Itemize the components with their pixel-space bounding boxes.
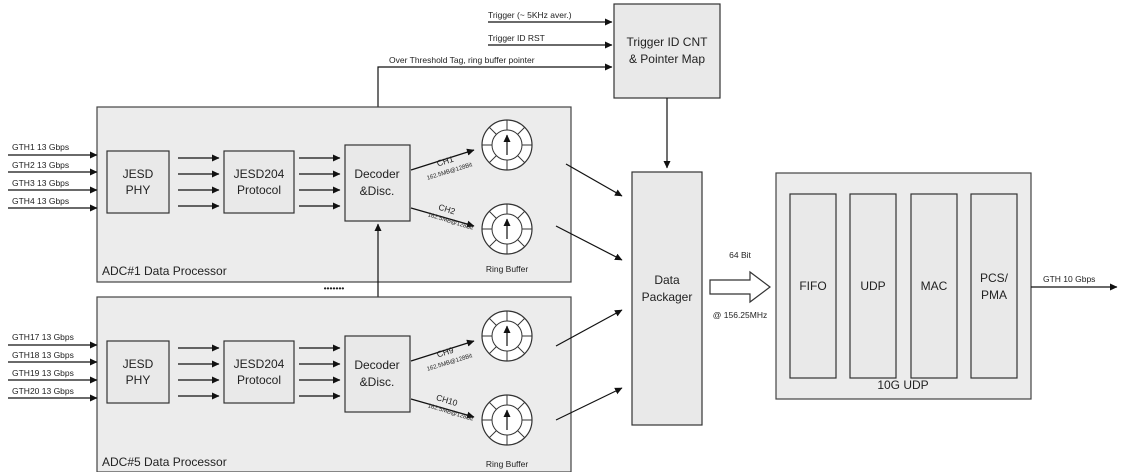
adc1-ring-buffer-label: Ring Buffer bbox=[486, 264, 529, 274]
adc1-panel-label: ADC#1 Data Processor bbox=[102, 264, 227, 278]
bus-clock-label: @ 156.25MHz bbox=[713, 310, 767, 320]
trigger-rst-label: Trigger ID RST bbox=[488, 33, 545, 43]
adc1-gth-label: GTH3 13 Gbps bbox=[12, 178, 69, 188]
adc5-jesd-phy-block bbox=[106, 340, 170, 404]
adc5-decoder-line2: &Disc. bbox=[360, 375, 395, 389]
adc5-jesd204-line1: JESD204 bbox=[234, 357, 285, 371]
adc5-decoder-block bbox=[344, 335, 411, 413]
udp-block bbox=[849, 193, 897, 379]
ring-buffer-icon bbox=[481, 310, 533, 362]
adc1-gth-label: GTH1 13 Gbps bbox=[12, 142, 69, 152]
udp-10g-label: 10G UDP bbox=[877, 378, 928, 392]
adc5-jesd-phy-line1: JESD bbox=[123, 357, 154, 371]
adc1-decoder-block bbox=[344, 144, 411, 222]
ring-buffer-icon bbox=[481, 119, 533, 171]
data-packager-line2: Packager bbox=[642, 290, 693, 304]
adc1-jesd204-line2: Protocol bbox=[237, 183, 281, 197]
adc1-jesd-phy-line1: JESD bbox=[123, 167, 154, 181]
adc5-processor: ADC#5 Data Processor GTH17 13 Gbps GTH18… bbox=[8, 296, 572, 472]
adc5-ch-a-label: CH9 bbox=[436, 345, 455, 360]
trigger-block-line2: & Pointer Map bbox=[629, 52, 705, 66]
ring-buffer-icon bbox=[481, 203, 533, 255]
adc1-jesd204-line1: JESD204 bbox=[234, 167, 285, 181]
pcs-pma-line2: PMA bbox=[981, 288, 1007, 302]
adc1-gth-label: GTH2 13 Gbps bbox=[12, 160, 69, 170]
more-adc-ellipsis: ••••••• bbox=[324, 283, 345, 293]
ring-to-packager-arrows bbox=[555, 163, 623, 421]
mac-label: MAC bbox=[921, 279, 948, 293]
adc5-decoder-line1: Decoder bbox=[354, 358, 399, 372]
adc1-jesd-phy-line2: PHY bbox=[126, 183, 151, 197]
adc5-gth-label: GTH20 13 Gbps bbox=[12, 386, 74, 396]
adc5-gth-label: GTH19 13 Gbps bbox=[12, 368, 74, 378]
adc5-jesd204-block bbox=[223, 340, 295, 404]
fifo-label: FIFO bbox=[799, 279, 826, 293]
adc5-jesd-phy-line2: PHY bbox=[126, 373, 151, 387]
pcs-pma-line1: PCS/ bbox=[980, 271, 1009, 285]
pcs-pma-block bbox=[970, 193, 1018, 379]
bus-arrow bbox=[709, 270, 771, 304]
adc5-gth-label: GTH18 13 Gbps bbox=[12, 350, 74, 360]
udp-10g-block: 10G UDP FIFO UDP MAC PCS/ PMA bbox=[775, 172, 1032, 400]
adc1-processor: ADC#1 Data Processor GTH1 13 Gbps GTH2 1… bbox=[8, 106, 572, 283]
trigger-id-cnt-block bbox=[613, 3, 721, 99]
trigger-block-line1: Trigger ID CNT bbox=[627, 35, 709, 49]
adc1-gth-label: GTH4 13 Gbps bbox=[12, 196, 69, 206]
over-threshold-label: Over Threshold Tag, ring buffer pointer bbox=[389, 55, 535, 65]
fifo-block bbox=[789, 193, 837, 379]
adc1-ch-a-label: CH1 bbox=[436, 154, 455, 169]
udp-label: UDP bbox=[860, 279, 885, 293]
mac-block bbox=[910, 193, 958, 379]
adc1-ch-b-label: CH2 bbox=[437, 202, 456, 217]
output-label: GTH 10 Gbps bbox=[1043, 274, 1095, 284]
adc1-jesd204-block bbox=[223, 150, 295, 214]
trigger-section: Trigger (~ 5KHz aver.) Trigger ID RST Ov… bbox=[377, 3, 721, 169]
data-packager-line1: Data bbox=[654, 273, 680, 287]
adc5-panel-label: ADC#5 Data Processor bbox=[102, 455, 227, 469]
adc1-decoder-line2: &Disc. bbox=[360, 184, 395, 198]
data-packager-block bbox=[631, 171, 703, 426]
adc5-gth-label: GTH17 13 Gbps bbox=[12, 332, 74, 342]
adc5-ring-buffer-label: Ring Buffer bbox=[486, 459, 529, 469]
adc1-jesd-phy-block bbox=[106, 150, 170, 214]
adc5-jesd204-line2: Protocol bbox=[237, 373, 281, 387]
adc1-decoder-line1: Decoder bbox=[354, 167, 399, 181]
ring-buffer-icon bbox=[481, 394, 533, 446]
trigger-input-label: Trigger (~ 5KHz aver.) bbox=[488, 10, 572, 20]
bus-width-label: 64 Bit bbox=[729, 250, 751, 260]
